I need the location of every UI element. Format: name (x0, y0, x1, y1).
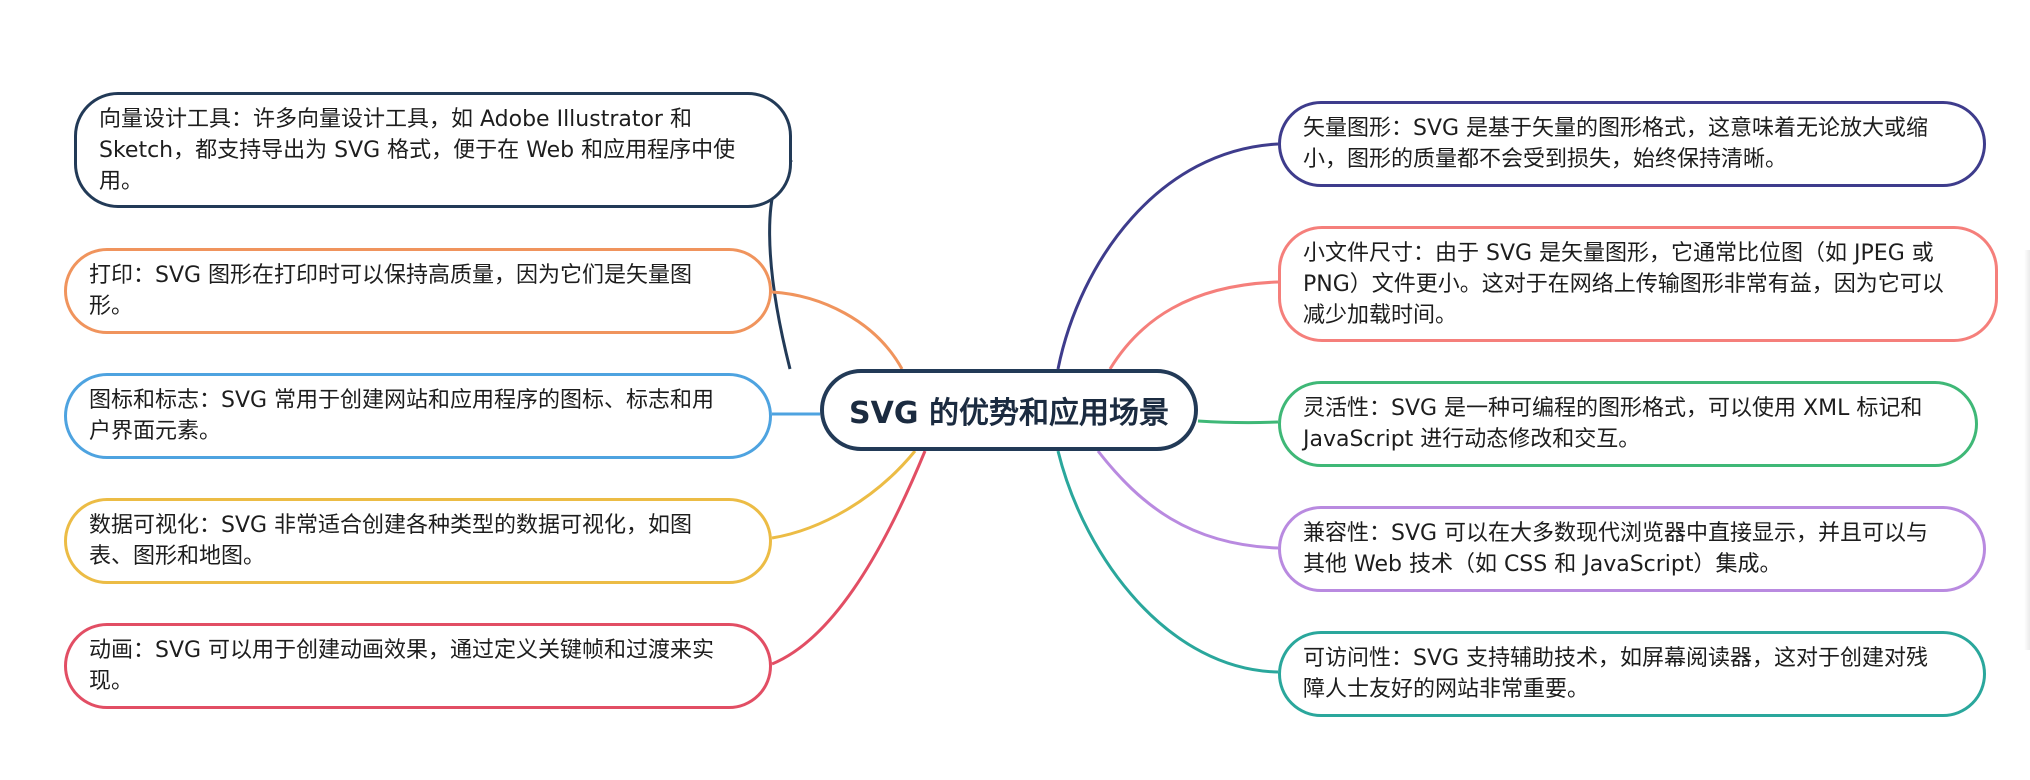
link-accessibility (1056, 450, 1279, 674)
central-topic-title: SVG 的优势和应用场景 (849, 396, 1169, 431)
node-small-size[interactable]: 小文件尺寸：由于 SVG 是矢量图形，它通常比位图（如 JPEG 或 PNG）文… (1278, 226, 1998, 342)
node-print[interactable]: 打印：SVG 图形在打印时可以保持高质量，因为它们是矢量图形。 (64, 248, 772, 334)
node-vector-graphics[interactable]: 矢量图形：SVG 是基于矢量的图形格式，这意味着无论放大或缩小，图形的质量都不会… (1278, 101, 1986, 187)
node-icons-logos-text: 图标和标志：SVG 常用于创建网站和应用程序的图标、标志和用户界面元素。 (89, 388, 715, 444)
node-flexibility-text: 灵活性：SVG 是一种可编程的图形格式，可以使用 XML 标记和 JavaScr… (1303, 396, 1923, 452)
node-vector-graphics-text: 矢量图形：SVG 是基于矢量的图形格式，这意味着无论放大或缩小，图形的质量都不会… (1303, 116, 1929, 172)
node-compatibility[interactable]: 兼容性：SVG 可以在大多数现代浏览器中直接显示，并且可以与其他 Web 技术（… (1278, 506, 1986, 592)
node-compatibility-text: 兼容性：SVG 可以在大多数现代浏览器中直接显示，并且可以与其他 Web 技术（… (1303, 521, 1929, 577)
link-flexibility (1197, 419, 1279, 425)
central-topic[interactable]: SVG 的优势和应用场景 (820, 369, 1198, 451)
link-animation (771, 450, 927, 666)
link-small-size (1108, 280, 1279, 370)
link-print (771, 290, 904, 370)
node-vector-tools[interactable]: 向量设计工具：许多向量设计工具，如 Adobe Illustrator 和 Sk… (74, 92, 792, 208)
node-icons-logos[interactable]: 图标和标志：SVG 常用于创建网站和应用程序的图标、标志和用户界面元素。 (64, 373, 772, 459)
node-animation-text: 动画：SVG 可以用于创建动画效果，通过定义关键帧和过渡来实现。 (89, 638, 715, 694)
page-edge-shadow (2024, 250, 2030, 650)
node-data-viz-text: 数据可视化：SVG 非常适合创建各种类型的数据可视化，如图表、图形和地图。 (89, 513, 693, 569)
node-accessibility-text: 可访问性：SVG 支持辅助技术，如屏幕阅读器，这对于创建对残障人士友好的网站非常… (1303, 646, 1929, 702)
node-accessibility[interactable]: 可访问性：SVG 支持辅助技术，如屏幕阅读器，这对于创建对残障人士友好的网站非常… (1278, 631, 1986, 717)
link-compatibility (1096, 450, 1279, 550)
node-vector-tools-text: 向量设计工具：许多向量设计工具，如 Adobe Illustrator 和 Sk… (99, 106, 736, 194)
node-animation[interactable]: 动画：SVG 可以用于创建动画效果，通过定义关键帧和过渡来实现。 (64, 623, 772, 709)
link-vector-graphics (1056, 142, 1279, 370)
node-flexibility[interactable]: 灵活性：SVG 是一种可编程的图形格式，可以使用 XML 标记和 JavaScr… (1278, 381, 1978, 467)
link-data-viz (771, 450, 917, 540)
node-data-viz[interactable]: 数据可视化：SVG 非常适合创建各种类型的数据可视化，如图表、图形和地图。 (64, 498, 772, 584)
node-print-text: 打印：SVG 图形在打印时可以保持高质量，因为它们是矢量图形。 (89, 263, 693, 319)
node-small-size-text: 小文件尺寸：由于 SVG 是矢量图形，它通常比位图（如 JPEG 或 PNG）文… (1303, 240, 1944, 328)
